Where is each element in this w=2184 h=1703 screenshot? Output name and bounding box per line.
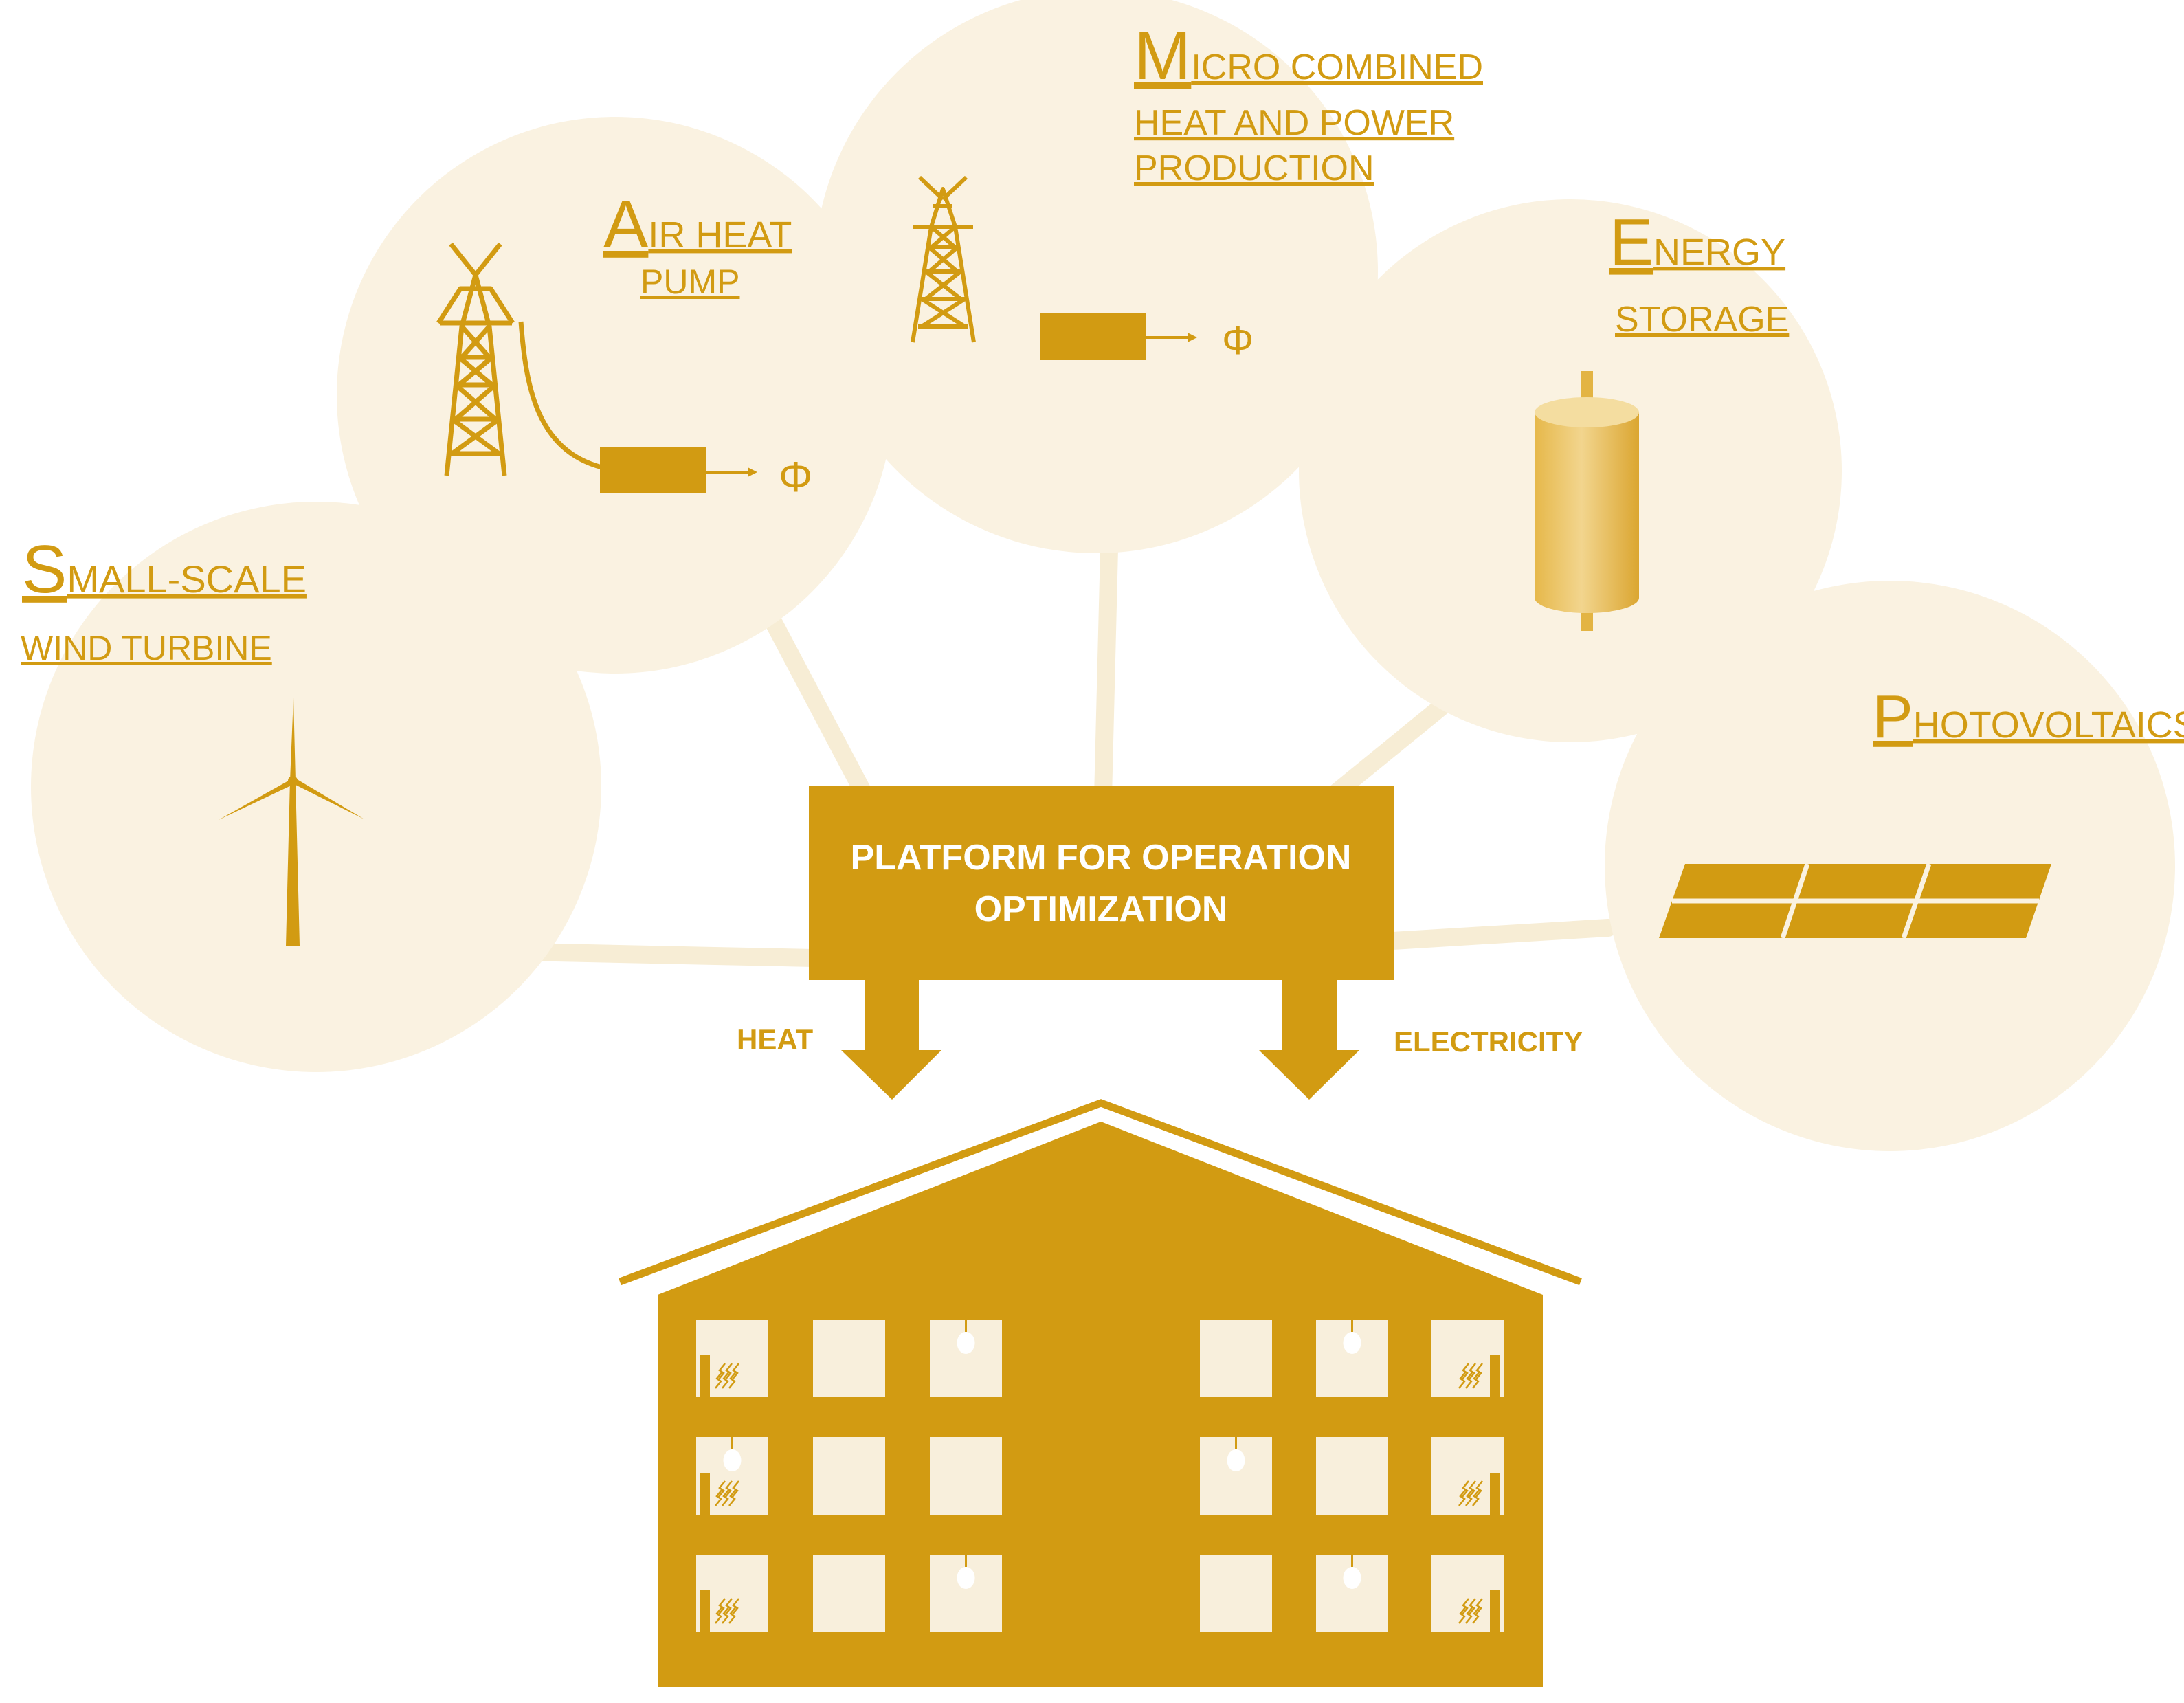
window <box>930 1320 1002 1397</box>
window <box>1316 1437 1388 1515</box>
lamp-icon <box>1343 1567 1361 1589</box>
heat-pump-unit-icon <box>600 447 706 493</box>
connector-storage <box>1317 685 1466 810</box>
chp-label-line3: PRODUCTION <box>1134 148 1374 188</box>
chp-label-line1: MICRO COMBINED <box>1134 17 1483 94</box>
bubble-heat-pump <box>337 117 893 674</box>
heat-label: HEAT <box>737 1023 814 1056</box>
chp-unit-icon <box>1040 313 1146 360</box>
heat-pump-phi: Φ <box>779 454 812 501</box>
platform-title-line2: OPTIMIZATION <box>974 889 1228 929</box>
window <box>1316 1320 1388 1397</box>
connector-wind <box>513 943 854 968</box>
connector-chp <box>1094 513 1119 806</box>
electricity-label: ELECTRICITY <box>1394 1025 1583 1058</box>
connector-heat-pump <box>761 606 875 806</box>
battery-cylinder-icon <box>1535 371 1639 631</box>
window <box>930 1555 1002 1632</box>
chp-phi: Φ <box>1222 318 1253 363</box>
building <box>619 1099 1582 1687</box>
storage-group: ENERGY STORAGE <box>1535 205 1789 631</box>
window <box>813 1555 885 1632</box>
radiator-icon <box>700 1355 739 1397</box>
window <box>696 1437 768 1515</box>
window <box>696 1320 768 1397</box>
chp-arrow-icon <box>1146 333 1197 342</box>
pv-label-line1: PHOTOVOLTAICS <box>1873 682 2184 750</box>
heat-arrow-icon <box>841 979 941 1100</box>
window <box>696 1555 768 1632</box>
window <box>1200 1437 1272 1515</box>
heat-pump-arrow-icon <box>706 467 757 477</box>
building-body <box>658 1122 1543 1687</box>
radiator-icon <box>700 1473 739 1515</box>
window <box>1431 1437 1504 1515</box>
solar-panel-icon <box>1659 862 2051 939</box>
radiator-icon <box>1458 1590 1500 1632</box>
window <box>1431 1555 1504 1632</box>
chp-pylon-icon <box>911 175 976 343</box>
electricity-arrow-icon <box>1259 979 1359 1100</box>
chp-label-line2: HEAT AND POWER <box>1134 103 1454 143</box>
lamp-icon <box>957 1332 975 1354</box>
lamp-icon <box>1227 1449 1245 1471</box>
window <box>1431 1320 1504 1397</box>
bubbles <box>31 0 2175 1151</box>
lamp-icon <box>723 1449 742 1471</box>
radiator-icon <box>1458 1473 1500 1515</box>
storage-label-line1: ENERGY <box>1609 205 1785 279</box>
window <box>813 1320 885 1397</box>
pv-group: PHOTOVOLTAICS <box>1659 682 2184 939</box>
wind-label-line1: SMALL-SCALE <box>22 531 307 607</box>
window <box>1200 1555 1272 1632</box>
window <box>1200 1320 1272 1397</box>
chp-group: MICRO COMBINED HEAT AND POWER PRODUCTION… <box>911 17 1483 363</box>
radiator-icon <box>700 1590 739 1632</box>
platform-title-line1: PLATFORM FOR OPERATION <box>851 838 1352 878</box>
platform-box: PLATFORM FOR OPERATION OPTIMIZATION <box>809 786 1394 980</box>
connectors <box>513 513 1617 968</box>
lamp-icon <box>957 1567 975 1589</box>
windows <box>696 1320 1504 1632</box>
window <box>813 1437 885 1515</box>
heat-pump-group: AIR HEAT PUMP Φ <box>436 186 812 501</box>
heat-pump-label-line2: PUMP <box>640 263 739 301</box>
roof-line <box>619 1099 1582 1286</box>
bubble-wind <box>31 502 601 1072</box>
wind-label-line2: WIND TURBINE <box>21 629 272 667</box>
wind-turbine-icon <box>219 698 364 946</box>
heat-pump-label-line1: AIR HEAT <box>603 186 792 262</box>
connector-pv <box>1372 919 1617 950</box>
lamp-icon <box>1343 1332 1361 1354</box>
window <box>1316 1555 1388 1632</box>
wind-turbine-group: SMALL-SCALE WIND TURBINE <box>21 531 364 946</box>
radiator-icon <box>1458 1355 1500 1397</box>
bubble-chp <box>814 0 1378 553</box>
storage-label-line2: STORAGE <box>1615 300 1789 340</box>
window <box>930 1437 1002 1515</box>
pylon-icon <box>436 242 603 476</box>
